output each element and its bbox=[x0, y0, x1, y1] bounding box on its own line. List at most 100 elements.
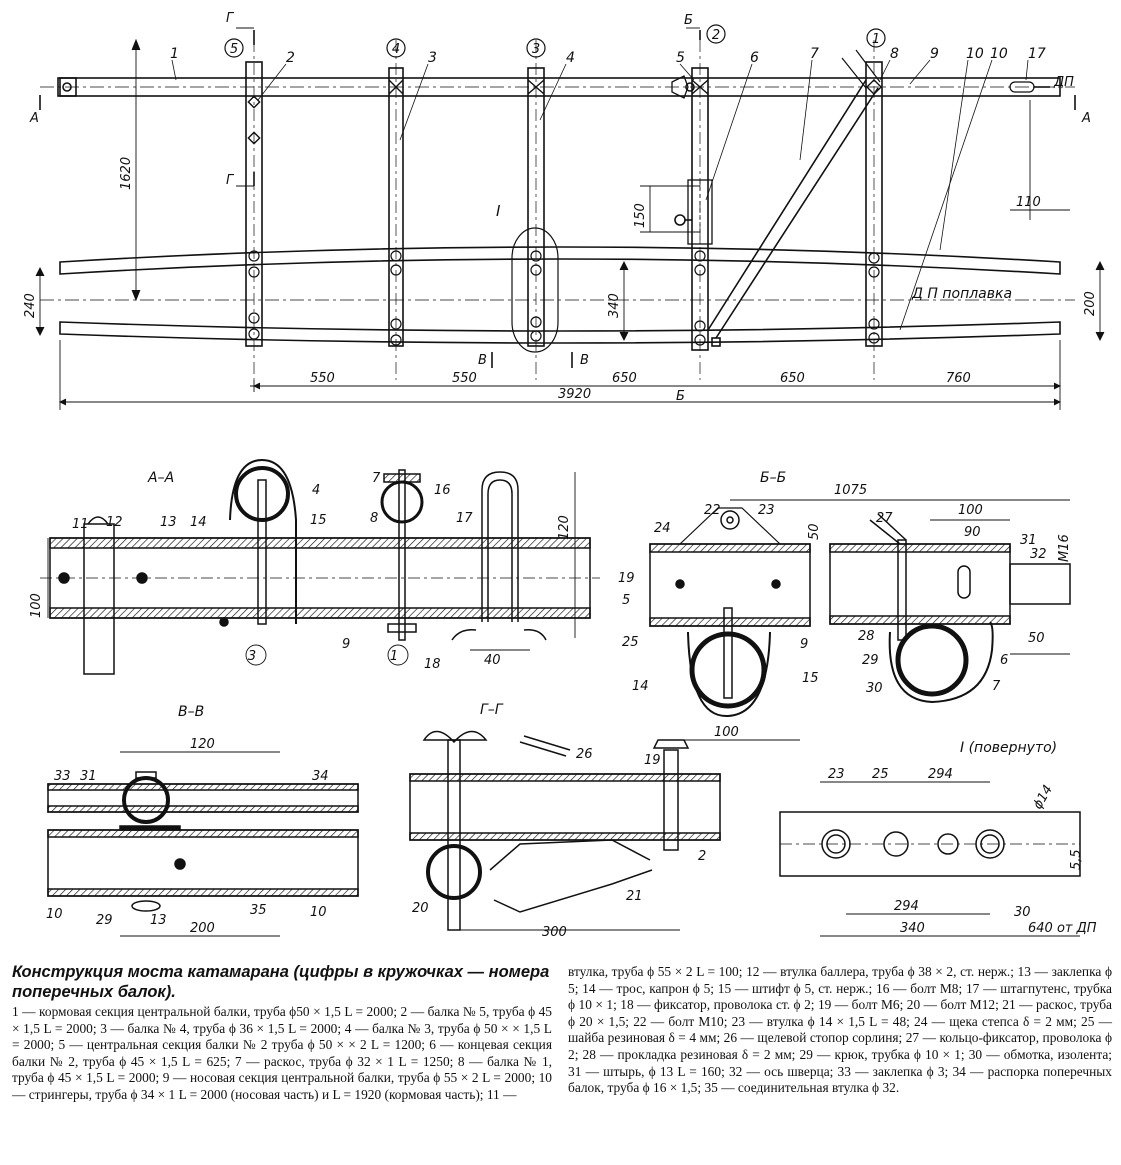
part-label: 12 bbox=[106, 515, 123, 530]
caption-right-column: втулка, труба ϕ 55 × 2 L = 100; 12 — вту… bbox=[568, 964, 1112, 1097]
part-label: 10 bbox=[990, 46, 1008, 62]
dim-294: 294 bbox=[928, 767, 953, 782]
beam-number-circles bbox=[224, 24, 886, 58]
section-GG bbox=[409, 730, 721, 931]
part-label: 9 bbox=[800, 637, 808, 652]
part-label: 29 bbox=[862, 653, 879, 668]
section-mark-G-bottom: Г bbox=[226, 173, 235, 188]
dim-120: 120 bbox=[190, 737, 215, 752]
caption-left-column: Конструкция моста катамарана (цифры в кр… bbox=[12, 962, 552, 1104]
dim-90: 90 bbox=[964, 525, 981, 540]
detail-I-mark: I bbox=[496, 202, 501, 220]
plan-view bbox=[40, 40, 1075, 380]
stringer-upper bbox=[59, 246, 1061, 275]
part-label: 10 bbox=[46, 907, 63, 922]
part-label: 4 bbox=[566, 50, 575, 66]
dim-240: 240 bbox=[23, 293, 38, 318]
part-label: 13 bbox=[160, 515, 177, 530]
part-label: 7 bbox=[810, 46, 819, 62]
section-VV-title: В–В bbox=[178, 704, 204, 720]
part-label: 7 bbox=[992, 679, 1001, 694]
dim-340: 340 bbox=[900, 921, 925, 936]
dim-50: 50 bbox=[1028, 631, 1045, 646]
part-label: 7 bbox=[372, 471, 381, 486]
part-label: 6 bbox=[750, 50, 759, 66]
float-dp-label: Д П поплавка bbox=[911, 286, 1012, 302]
catamaran-bridge-drawing: 5 4 3 2 1 1 2 3 4 5 6 7 8 9 10 10 17 А А… bbox=[23, 11, 1105, 940]
part-label: 9 bbox=[930, 46, 939, 62]
dim-total: 3920 bbox=[558, 387, 591, 402]
dim-1620: 1620 bbox=[119, 157, 134, 190]
section-mark-B-top: Б bbox=[684, 13, 693, 28]
stringer-lower bbox=[59, 321, 1061, 344]
part-label: 8 bbox=[890, 46, 899, 62]
part-label: 8 bbox=[370, 511, 378, 526]
part-label: 25 bbox=[622, 635, 639, 650]
dim-50: 50 bbox=[807, 523, 822, 540]
detail-I-labels: I (повернуто) 23 25 294 ϕ14 5,5 294 30 3… bbox=[828, 740, 1097, 936]
beam-end-fitting bbox=[57, 77, 77, 97]
dim-150: 150 bbox=[633, 203, 648, 228]
dim-25: 25 bbox=[872, 767, 889, 782]
part-label: 31 bbox=[80, 769, 97, 784]
beam-number-3-text: 3 bbox=[532, 42, 540, 57]
section-BB-labels: Б–Б 22 23 24 19 5 25 9 14 15 27 31 32 28… bbox=[618, 470, 1072, 740]
caption-title: Конструкция моста катамарана (цифры в кр… bbox=[12, 963, 550, 1001]
dim-100: 100 bbox=[29, 593, 44, 618]
beam-circle-label: 3 bbox=[248, 649, 256, 664]
dim-30: 30 bbox=[1014, 905, 1031, 920]
section-GG-labels: Г–Г 26 19 2 20 21 300 bbox=[412, 702, 706, 940]
part-label: 13 bbox=[150, 913, 167, 928]
dim-200: 200 bbox=[190, 921, 215, 936]
dim-span: 650 bbox=[612, 371, 637, 386]
beam-number-5-text: 5 bbox=[230, 42, 238, 57]
part-label: 18 bbox=[424, 657, 441, 672]
part-label: 10 bbox=[310, 905, 327, 920]
dim-23: 23 bbox=[828, 767, 845, 782]
dim-span: 550 bbox=[452, 371, 477, 386]
dim-M16: М16 bbox=[1057, 534, 1072, 562]
part-label: 29 bbox=[96, 913, 113, 928]
part-label: 14 bbox=[632, 679, 649, 694]
beam-number-4-text: 4 bbox=[392, 42, 400, 57]
dp-label: ДП bbox=[1053, 75, 1074, 90]
part-label: 19 bbox=[618, 571, 635, 586]
section-BB-title: Б–Б bbox=[760, 470, 786, 486]
detail-I bbox=[779, 811, 1081, 877]
dim-5-5: 5,5 bbox=[1069, 849, 1084, 870]
beam-number-1 bbox=[866, 28, 886, 48]
detail-I-title: I (повернуто) bbox=[960, 740, 1057, 756]
beam-number-3 bbox=[526, 38, 546, 58]
dim-340: 340 bbox=[607, 293, 622, 318]
part-label: 4 bbox=[312, 483, 320, 498]
part-label: 35 bbox=[250, 903, 267, 918]
dim-span: 550 bbox=[310, 371, 335, 386]
section-AA-labels: А–А 11 12 13 14 4 15 7 8 16 17 9 18 3 1 … bbox=[29, 470, 572, 672]
part-label: 33 bbox=[54, 769, 71, 784]
beam-circle-label: 1 bbox=[390, 649, 398, 664]
dim-1075: 1075 bbox=[834, 483, 867, 498]
part-label: 20 bbox=[412, 901, 429, 916]
part-label: 10 bbox=[966, 46, 984, 62]
part-label: 5 bbox=[622, 593, 630, 608]
part-label: 5 bbox=[676, 50, 685, 66]
section-mark-G-top: Г bbox=[226, 11, 235, 26]
dim-120: 120 bbox=[557, 515, 572, 540]
dim-span: 760 bbox=[946, 371, 971, 386]
detail-I-outline bbox=[511, 227, 559, 353]
part-label: 17 bbox=[456, 511, 473, 526]
part-label: 28 bbox=[858, 629, 875, 644]
section-mark-V-left: В bbox=[478, 353, 487, 368]
part-label: 2 bbox=[286, 50, 295, 66]
beam-number-labels: 5 4 3 2 1 bbox=[230, 28, 880, 57]
section-marks: А А Б Б В В Г Г ДП Д П поплавка I bbox=[29, 11, 1091, 404]
part-label: 11 bbox=[72, 517, 89, 532]
figure-caption: Конструкция моста катамарана (цифры в кр… bbox=[12, 962, 1112, 1162]
beam-number-2-text: 2 bbox=[712, 28, 720, 43]
part-label: 19 bbox=[644, 753, 661, 768]
part-label: 23 bbox=[758, 503, 775, 518]
part-label: 24 bbox=[654, 521, 671, 536]
dim-640: 640 от ДП bbox=[1028, 921, 1097, 936]
part-label: 30 bbox=[866, 681, 883, 696]
part-label: 9 bbox=[342, 637, 350, 652]
